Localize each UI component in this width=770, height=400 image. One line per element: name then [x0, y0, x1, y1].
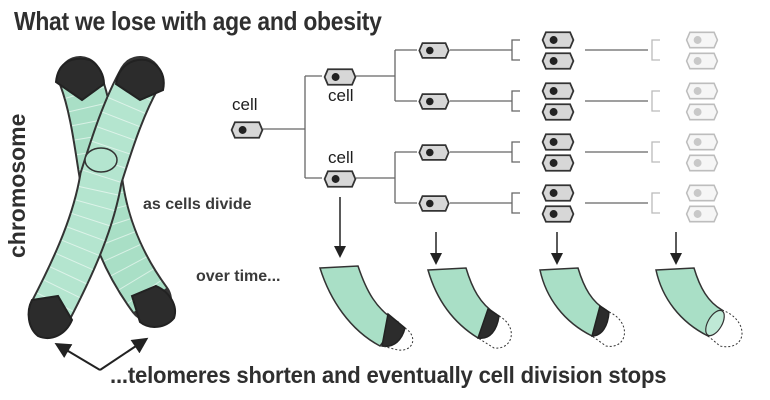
- cell-gen3: [541, 31, 575, 49]
- time-arrows: [334, 197, 682, 265]
- cell-gen3: [541, 82, 575, 100]
- cell-root: [230, 121, 264, 139]
- cell-label-upper: cell: [328, 86, 354, 105]
- cell-faded: [685, 184, 719, 202]
- cell-gen2: [418, 144, 450, 161]
- cell-gen2: [418, 42, 450, 59]
- cell-gen3: [541, 133, 575, 151]
- cell-gen1-upper: [323, 68, 357, 86]
- cell-faded: [685, 133, 719, 151]
- chromosome: [27, 56, 176, 339]
- cell-label-root: cell: [232, 95, 258, 114]
- caption: ...telomeres shorten and eventually cell…: [110, 362, 667, 388]
- cell-faded: [685, 52, 719, 70]
- telomere-segment-3: [539, 267, 625, 347]
- cell-faded: [685, 103, 719, 121]
- cell-label-lower: cell: [328, 148, 354, 167]
- diagram-title: What we lose with age and obesity: [14, 6, 382, 36]
- telomere-pointer-arrows: [54, 337, 149, 371]
- division-tree-lines: [263, 39, 660, 214]
- cell-gen3: [541, 52, 575, 70]
- telomere-segment-2: [427, 267, 512, 349]
- telomere-segment-4: [655, 267, 743, 348]
- cell-gen2: [418, 93, 450, 110]
- cell-gen3: [541, 184, 575, 202]
- cell-gen3: [541, 205, 575, 223]
- cell-faded: [685, 205, 719, 223]
- cell-gen3: [541, 103, 575, 121]
- telomere-segment-1: [318, 265, 414, 351]
- divide-label: as cells divide: [143, 196, 252, 213]
- cell-gen3: [541, 154, 575, 172]
- cell-gen1-lower: [323, 170, 357, 188]
- cell-faded: [685, 82, 719, 100]
- cell-gen2: [418, 195, 450, 212]
- time-label: over time...: [196, 268, 281, 285]
- cell-faded: [685, 154, 719, 172]
- cell-faded: [685, 31, 719, 49]
